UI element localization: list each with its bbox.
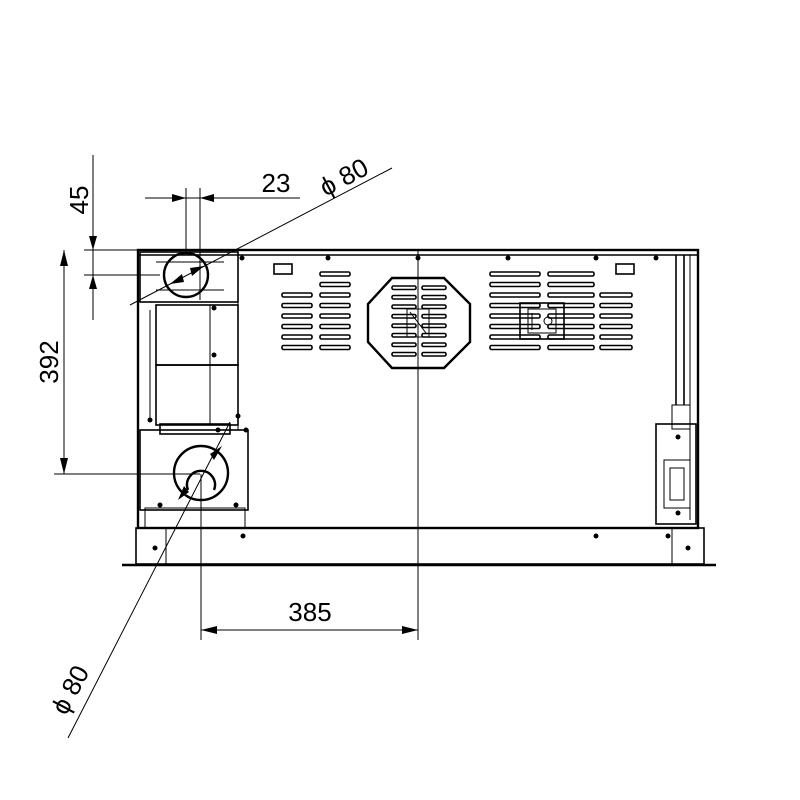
- grille-slot: [391, 342, 417, 348]
- vent-slot: [599, 334, 633, 340]
- vent-slot: [319, 302, 351, 309]
- vent-slot: [599, 313, 633, 319]
- vent-slot: [489, 313, 541, 319]
- vent-slot: [319, 292, 351, 298]
- grille-slot: [421, 332, 447, 338]
- vent-slot: [547, 334, 595, 340]
- vent-slot: [489, 271, 541, 277]
- vent-slot: [489, 281, 541, 288]
- left-duct-assembly: [139, 251, 249, 529]
- grille-slot: [421, 351, 447, 357]
- grille-slot: [421, 304, 447, 310]
- vent-slot: [489, 302, 541, 309]
- mount-tab-right: [615, 263, 635, 275]
- dimension-45-label: 45: [64, 186, 94, 215]
- vent-slot: [319, 271, 351, 277]
- grille-slot: [421, 285, 447, 291]
- grille-slot: [421, 294, 447, 300]
- vent-slot: [281, 313, 313, 319]
- vent-slots-right: [489, 271, 633, 351]
- grille-slot: [421, 323, 447, 329]
- dimension-23: 23: [145, 168, 300, 300]
- vent-slot: [547, 281, 595, 288]
- control-module: [519, 302, 565, 340]
- dimension-top-diameter-label: ϕ 80: [314, 152, 373, 202]
- vent-slot: [489, 323, 541, 330]
- right-side-rail: [655, 255, 697, 525]
- grille-slot: [391, 332, 417, 338]
- grille-slot: [391, 294, 417, 300]
- grille-slot: [391, 285, 417, 291]
- vent-slot: [319, 344, 351, 351]
- dimension-392-label: 392: [34, 340, 64, 383]
- vent-slot: [547, 313, 595, 319]
- vent-slot: [547, 344, 595, 351]
- vent-slot: [319, 313, 351, 319]
- grille-slot: [391, 323, 417, 329]
- vent-slot: [547, 271, 595, 277]
- vent-slot: [319, 334, 351, 340]
- vent-slot: [599, 323, 633, 330]
- vent-slots-left: [281, 271, 351, 351]
- vent-slot: [599, 292, 633, 298]
- vent-slot: [489, 344, 541, 351]
- vent-slot: [281, 344, 313, 351]
- dimension-bottom-diameter-label: ϕ 80: [45, 660, 95, 719]
- vent-slot: [599, 344, 633, 351]
- central-fan-grille: [366, 250, 472, 640]
- dimension-385-label: 385: [288, 597, 331, 627]
- vent-slot: [489, 292, 541, 298]
- vent-slot: [281, 334, 313, 340]
- mount-tab-left: [273, 263, 293, 275]
- grille-slot: [421, 313, 447, 319]
- dimension-392: 392: [34, 250, 200, 475]
- vent-slot: [547, 302, 595, 309]
- grille-slot: [391, 304, 417, 310]
- grille-slot: [421, 342, 447, 348]
- vent-slot: [319, 323, 351, 330]
- vent-slot: [281, 302, 313, 309]
- vent-slot: [547, 292, 595, 298]
- dimension-23-label: 23: [262, 168, 291, 198]
- vent-slot: [489, 334, 541, 340]
- vent-slot: [599, 302, 633, 309]
- dimension-385: 385: [200, 474, 418, 640]
- grille-slot: [391, 313, 417, 319]
- dimension-45: 45: [64, 155, 160, 320]
- vent-slot: [547, 323, 595, 330]
- vent-slot: [281, 323, 313, 330]
- vent-slot: [281, 292, 313, 298]
- vent-slot: [319, 281, 351, 288]
- grille-slot: [391, 351, 417, 357]
